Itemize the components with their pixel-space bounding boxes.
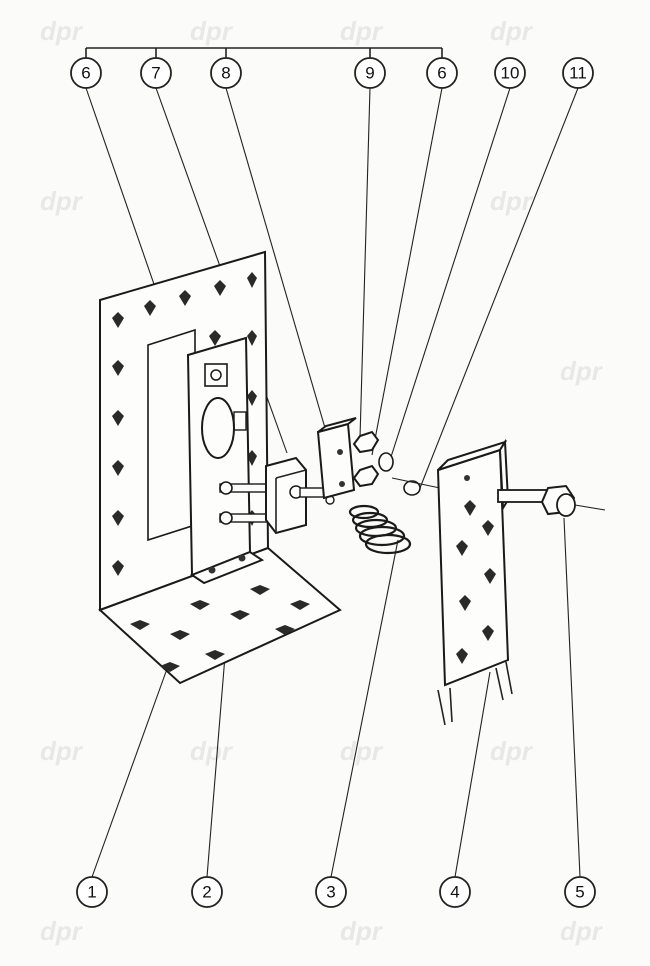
callout-number: 1 bbox=[87, 883, 96, 902]
callout-number: 9 bbox=[365, 64, 374, 83]
pivot-bolt-part bbox=[497, 484, 606, 517]
watermark-layer: dpr dpr dpr dpr dpr dpr dpr dpr dpr dpr … bbox=[40, 16, 604, 946]
callout-number: 5 bbox=[575, 883, 584, 902]
callout-number: 6 bbox=[437, 64, 446, 83]
diamond-tread-pattern bbox=[112, 272, 310, 672]
watermark-text: dpr bbox=[40, 16, 84, 46]
callout-7: 7 bbox=[140, 57, 172, 89]
switch-housing-part bbox=[265, 456, 335, 535]
spring-part bbox=[348, 504, 412, 555]
watermark-text: dpr bbox=[490, 186, 534, 216]
pedal-part bbox=[436, 438, 513, 726]
callout-number: 10 bbox=[501, 64, 520, 83]
watermark-text: dpr bbox=[560, 916, 604, 946]
watermark-text: dpr bbox=[40, 736, 84, 766]
small-bracket-part bbox=[316, 417, 357, 500]
callout-number: 8 bbox=[221, 64, 230, 83]
watermark-text: dpr bbox=[490, 736, 534, 766]
watermark-text: dpr bbox=[40, 916, 84, 946]
callout-5: 5 bbox=[564, 876, 596, 908]
pedal-tread-pattern bbox=[456, 500, 496, 664]
callout-number: 7 bbox=[151, 64, 160, 83]
callout-number: 4 bbox=[450, 883, 459, 902]
watermark-text: dpr bbox=[560, 356, 604, 386]
watermark-text: dpr bbox=[340, 736, 384, 766]
watermark-text: dpr bbox=[190, 736, 234, 766]
hardware-nuts bbox=[352, 430, 441, 496]
callout-number: 2 bbox=[202, 883, 211, 902]
watermark-text: dpr bbox=[490, 16, 534, 46]
callout-6-right: 6 bbox=[426, 57, 458, 89]
watermark-text: dpr bbox=[190, 16, 234, 46]
callout-3: 3 bbox=[315, 876, 347, 908]
watermark-text: dpr bbox=[340, 16, 384, 46]
watermark-text: dpr bbox=[40, 186, 84, 216]
callout-1: 1 bbox=[76, 876, 108, 908]
callout-6-left: 6 bbox=[70, 57, 102, 89]
top-bracket bbox=[85, 47, 443, 58]
callout-number: 11 bbox=[569, 64, 587, 83]
watermark-text: dpr bbox=[340, 916, 384, 946]
callout-10: 10 bbox=[494, 57, 526, 89]
callout-8: 8 bbox=[210, 57, 242, 89]
callout-2: 2 bbox=[191, 876, 223, 908]
callout-number: 3 bbox=[326, 883, 335, 902]
callout-number: 6 bbox=[81, 64, 90, 83]
callout-4: 4 bbox=[439, 876, 471, 908]
callout-11: 11 bbox=[562, 57, 594, 89]
callout-9: 9 bbox=[354, 57, 386, 89]
